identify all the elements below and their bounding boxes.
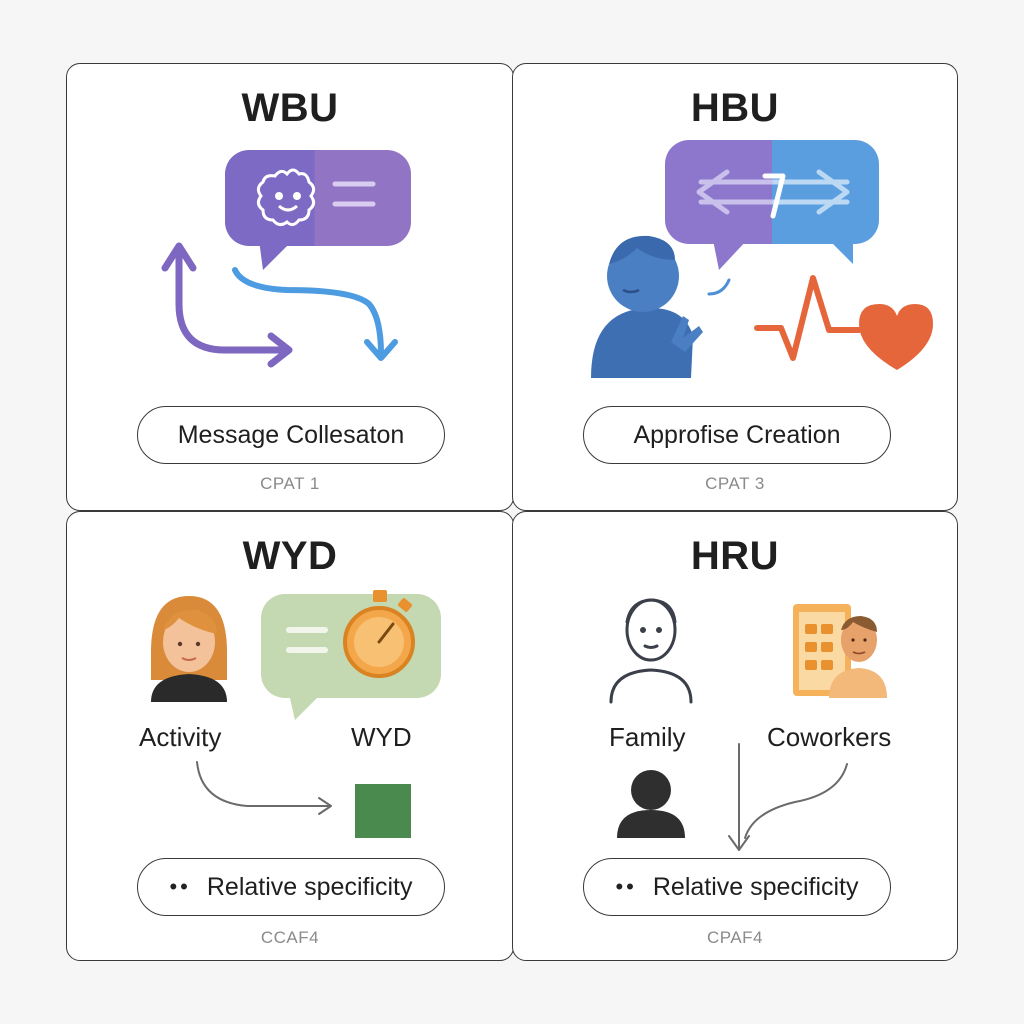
thought-curve-icon [707,278,731,296]
label-pill: Message Collesaton [137,406,445,464]
pill-label: Relative specificity [652,872,859,901]
chat-bubble-icon [225,150,411,270]
panel-wyd: WYD Activity WYD •• Re [66,511,514,961]
coworker-avatar-icon [829,616,887,698]
dots-icon: •• [615,874,637,899]
code-label: CPAT 1 [260,474,320,493]
pill-label: Approfise Creation [633,420,841,449]
person-silhouette-icon [617,770,685,838]
panel-title: HBU [690,86,780,130]
message-loop-illustration [161,150,411,368]
code-label: CPAT 3 [705,474,765,493]
label-pill: •• Relative specificity [583,858,891,916]
pill-label: Relative specificity [206,872,413,901]
smiley-face-icon [256,168,316,227]
label-coworkers: Coworkers [767,722,892,752]
heartbeat-heart-icon [754,275,933,370]
person-thinking-icon [591,235,703,378]
down-arrow-icon [728,743,848,851]
label-pill: •• Relative specificity [137,858,445,916]
panel-hbu: HBU [512,63,958,511]
purple-loop-arrow-icon [161,242,293,368]
connector-arrow-icon [196,761,330,807]
label-pill: Approfise Creation [583,406,891,464]
code-label: CPAF4 [706,928,764,947]
blue-curve-arrow-icon [232,267,398,361]
label-activity: Activity [139,722,222,752]
pill-label: Message Collesaton [177,420,405,449]
label-family: Family [609,722,686,752]
dots-icon: •• [169,874,191,899]
relationships-illustration [609,598,887,851]
panel-title: WBU [241,86,339,130]
panel-title: WYD [242,534,338,578]
text-lines-icon [332,181,376,207]
panel-title: HRU [690,534,780,578]
approval-illustration [591,140,933,378]
man-outline-icon [609,598,693,704]
code-label: CCAF4 [260,928,320,947]
panel-hru: HRU [512,511,958,961]
activity-illustration [151,590,441,838]
double-arrow-icon [696,169,850,219]
chat-bubble-icon [665,140,879,270]
woman-avatar-icon [151,596,227,702]
label-wyd: WYD [351,722,412,752]
stopwatch-icon [343,590,415,678]
panel-wbu: WBU [66,63,514,511]
green-square-icon [355,784,411,838]
